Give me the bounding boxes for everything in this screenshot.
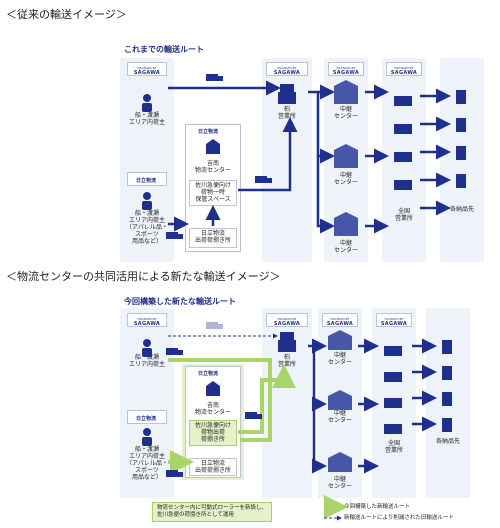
s1-hub-label-3: 中継 センター [333,240,358,254]
section1-title: ＜従来の輸送イメージ＞ [6,8,127,21]
s2-hitachi-shipper-logo: 日立物流 [127,410,167,424]
sagawa-logo-top: TRANSPORT [384,317,404,321]
s2-sagawa-shipper-logo: TRANSPORT SAGAWA [127,313,167,327]
sagawa-logo-name: SAGAWA [380,321,408,327]
sagawa-logo-name: SAGAWA [273,321,301,327]
sagawa-logo-name: SAGAWA [326,321,354,327]
s2-new-routes [168,358,296,474]
s1-arrows [168,80,451,234]
destination-building-icons [442,90,466,432]
s2-hub-label-2: 中継 センター [327,410,352,424]
hitachi-logo: 日立物流 [136,416,157,422]
section1-route-label: これまでの輸送ルート [124,45,204,54]
s2-national-logo: TRANSPORT SAGAWA [376,313,412,327]
s2-hub-logo: TRANSPORT SAGAWA [322,313,358,327]
legend-new-route: 今回構築した新輸送ルート [344,504,411,510]
s2-hub-label-3: 中継 センター [327,476,352,490]
sagawa-logo-name: SAGAWA [273,70,301,76]
s2-hub-label-1: 中継 センター [327,352,352,366]
sagawa-logo-top: TRANSPORT [137,66,157,70]
hub-building-icons [328,80,358,472]
sagawa-logo-top: TRANSPORT [330,317,350,321]
s2-hitachi-depot-label: 日立物流 出荷荷捌き所 [194,460,231,474]
sagawa-logo-top: TRANSPORT [336,66,356,70]
s2-sales-logo: TRANSPORT SAGAWA [266,313,308,327]
s2-sagawa-area-label: 佐川急便向け 荷物出荷 荷捌き所 [194,422,231,443]
s1-sagawa-storage-label: 佐川急便向け 荷物一時 保管スペース [194,182,231,203]
sagawa-logo-name: SAGAWA [133,70,161,76]
truck-icons [166,74,272,477]
s1-destinations-label: 各納品先 [449,206,474,213]
sagawa-logo-name: SAGAWA [390,70,418,76]
s2-hitachi-shipper-label: 船・渡瀬 エリア内荷主 （アパレル品・ スポーツ 用品など） [126,446,168,481]
sagawa-logo-top: TRANSPORT [394,66,414,70]
section2-title: ＜物流センターの共同活用による新たな輸送イメージ＞ [6,270,281,283]
s2-arrows [308,338,437,474]
s1-sales-label: 柏 営業所 [277,106,296,120]
s1-dc-label: 吉南 物流センター [194,160,231,174]
s1-dc-hitachi-logo: 日立物流 [198,129,219,135]
s1-hub-logo: TRANSPORT SAGAWA [328,62,364,76]
sales-office-icons [278,84,296,352]
s2-sagawa-area [189,420,237,446]
s1-hub-label-2: 中継 センター [333,172,358,186]
s2-dc-hitachi-logo: 日立物流 [198,371,219,377]
s2-national-label: 全国 営業所 [384,440,403,454]
s1-panel-shippers [120,58,174,262]
sagawa-logo-top: TRANSPORT [137,317,157,321]
s1-national-label: 全国 営業所 [394,208,413,222]
person-icons [142,94,152,446]
sagawa-logo-name: SAGAWA [133,321,161,327]
s2-note: 物流センター内に可動式ローラーを新設し、 佐川急便の荷捌き所として運用 [152,502,273,522]
s1-hub-label-1: 中継 センター [333,106,358,120]
hitachi-logo: 日立物流 [136,178,157,184]
s1-national-logo: TRANSPORT SAGAWA [386,62,422,76]
sagawa-logo-name: SAGAWA [332,70,360,76]
s2-sagawa-shipper-label: 船・渡瀬 エリア内荷主 [128,354,165,368]
s1-sagawa-shipper-logo: TRANSPORT SAGAWA [127,62,167,76]
legend-old-route: 新輸送ルートにより削減された旧輸送ルート [344,515,454,521]
s1-sales-logo: TRANSPORT SAGAWA [266,62,308,76]
s1-sagawa-shipper-label: 船・渡瀬 エリア内荷主 [128,112,165,126]
warehouse-icons [206,139,220,396]
s1-hitachi-depot-label: 日立物流 出荷荷捌き所 [194,230,231,244]
sagawa-logo-top: TRANSPORT [277,66,297,70]
section2-route-label: 今回構築した新たな輸送ルート [124,297,236,306]
s1-hitachi-depot [189,228,237,248]
s1-hitachi-shipper-logo: 日立物流 [127,172,167,186]
s1-hitachi-shipper-label: 船・渡瀬 エリア内荷主 （アパレル品・ スポーツ 用品など） [126,210,168,245]
s2-destinations-label: 各納品先 [435,438,460,445]
sagawa-logo-top: TRANSPORT [277,317,297,321]
s2-dc-label: 吉南 物流センター [194,402,231,416]
national-office-icons [384,96,412,434]
